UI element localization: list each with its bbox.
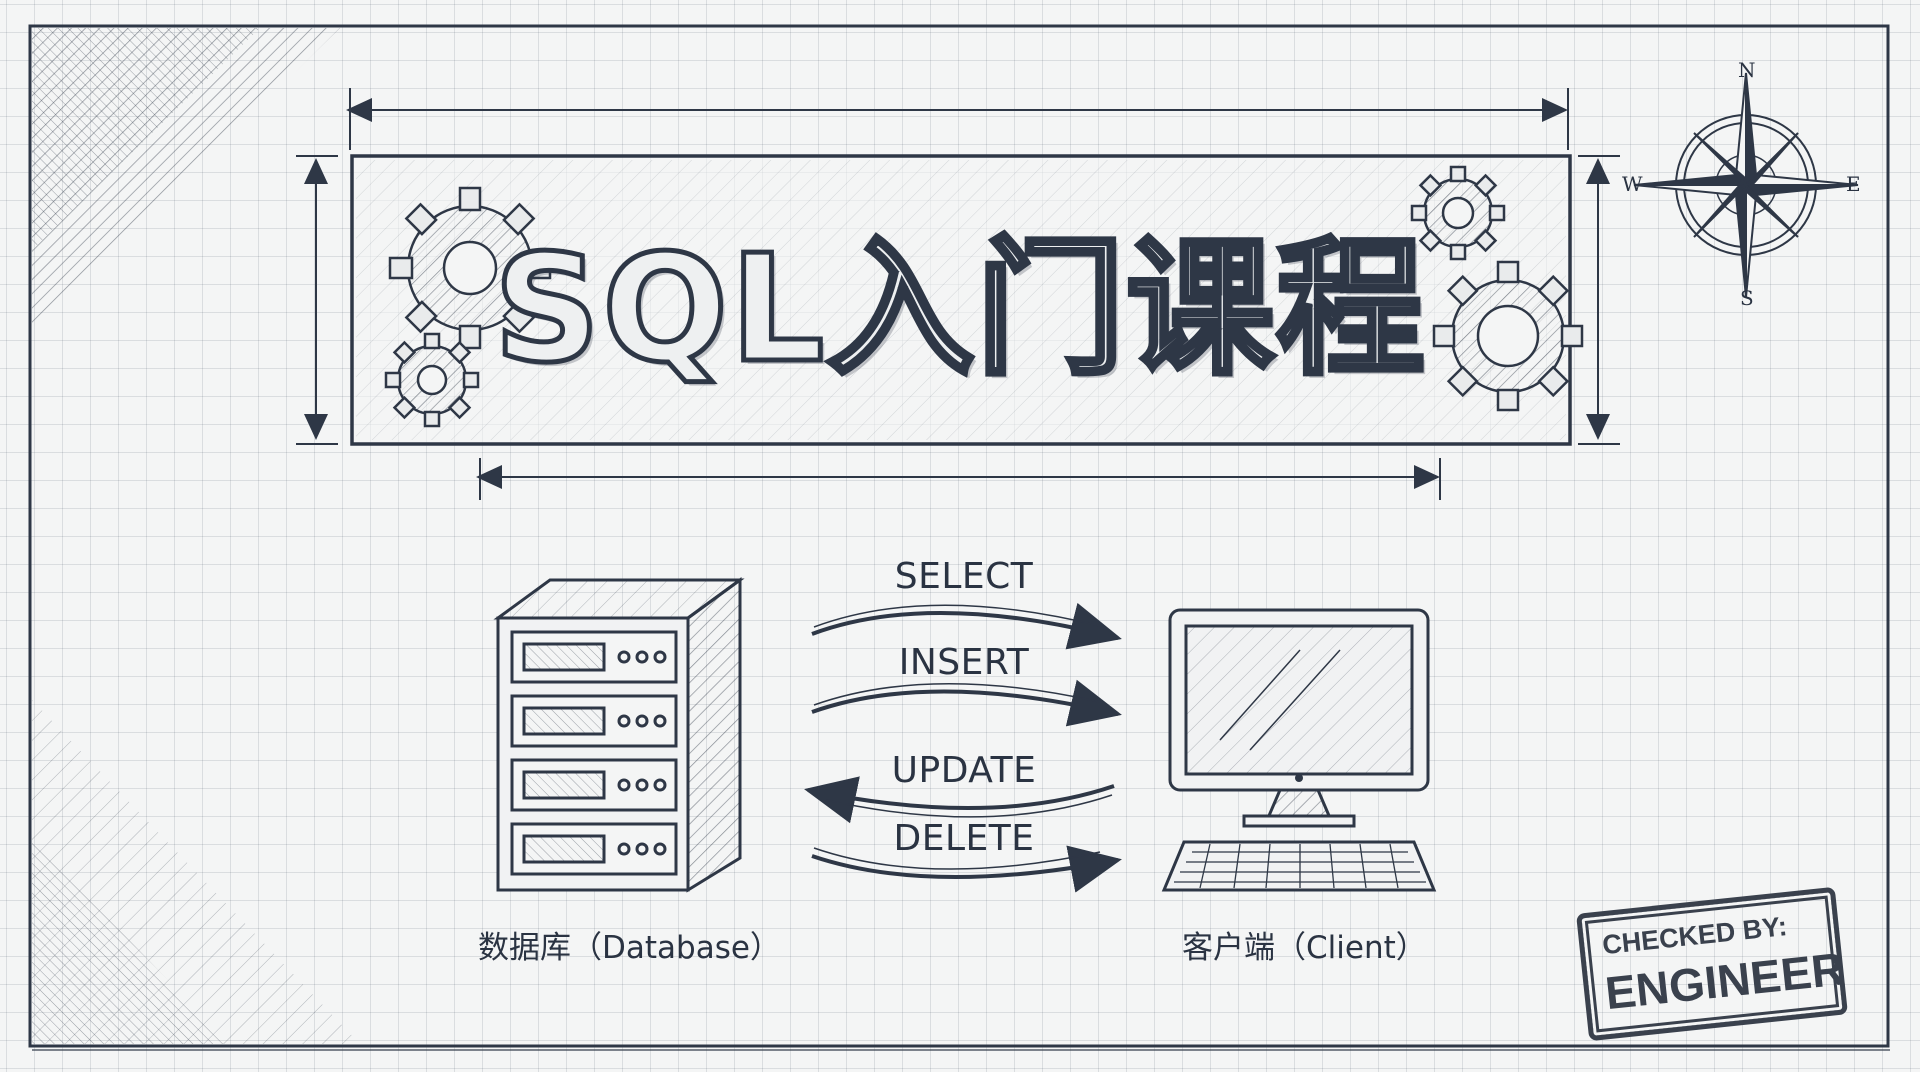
database-caption: 数据库（Database） <box>478 930 781 966</box>
gear-icon-right-small <box>1410 165 1506 261</box>
operation-label-insert: INSERT <box>898 642 1030 683</box>
dimension-bottom <box>476 458 1441 500</box>
dimension-top <box>346 88 1569 150</box>
dimension-left <box>296 155 338 445</box>
client-computer-icon <box>1161 608 1437 892</box>
arrow-select <box>811 602 1122 650</box>
arrow-delete <box>811 845 1122 893</box>
arrow-insert <box>811 679 1122 727</box>
compass-label-north: N <box>1738 58 1756 82</box>
outer-frame <box>28 24 1890 1048</box>
operation-label-delete: DELETE <box>893 818 1035 859</box>
engineer-approval-stamp: CHECKED BY: ENGINEER <box>1576 886 1848 1042</box>
page-title: SQL入门课程 <box>491 220 1427 397</box>
server-unit <box>510 630 678 684</box>
server-unit <box>510 822 678 876</box>
database-server-icon <box>493 577 745 893</box>
gear-icon-left-small <box>384 332 480 428</box>
server-unit <box>510 758 678 812</box>
server-unit <box>510 694 678 748</box>
compass-rose-icon <box>1633 72 1859 298</box>
compass-label-west: W <box>1622 172 1643 196</box>
arrow-update <box>804 776 1115 824</box>
dimension-right <box>1578 155 1620 445</box>
gear-icon-left-large <box>388 186 552 350</box>
operation-label-update: UPDATE <box>891 750 1037 791</box>
client-caption: 客户端（Client） <box>1182 930 1427 966</box>
operation-label-select: SELECT <box>894 556 1034 597</box>
gear-icon-right-large <box>1432 260 1584 412</box>
compass-label-south: S <box>1740 286 1754 310</box>
compass-label-east: E <box>1846 172 1861 196</box>
